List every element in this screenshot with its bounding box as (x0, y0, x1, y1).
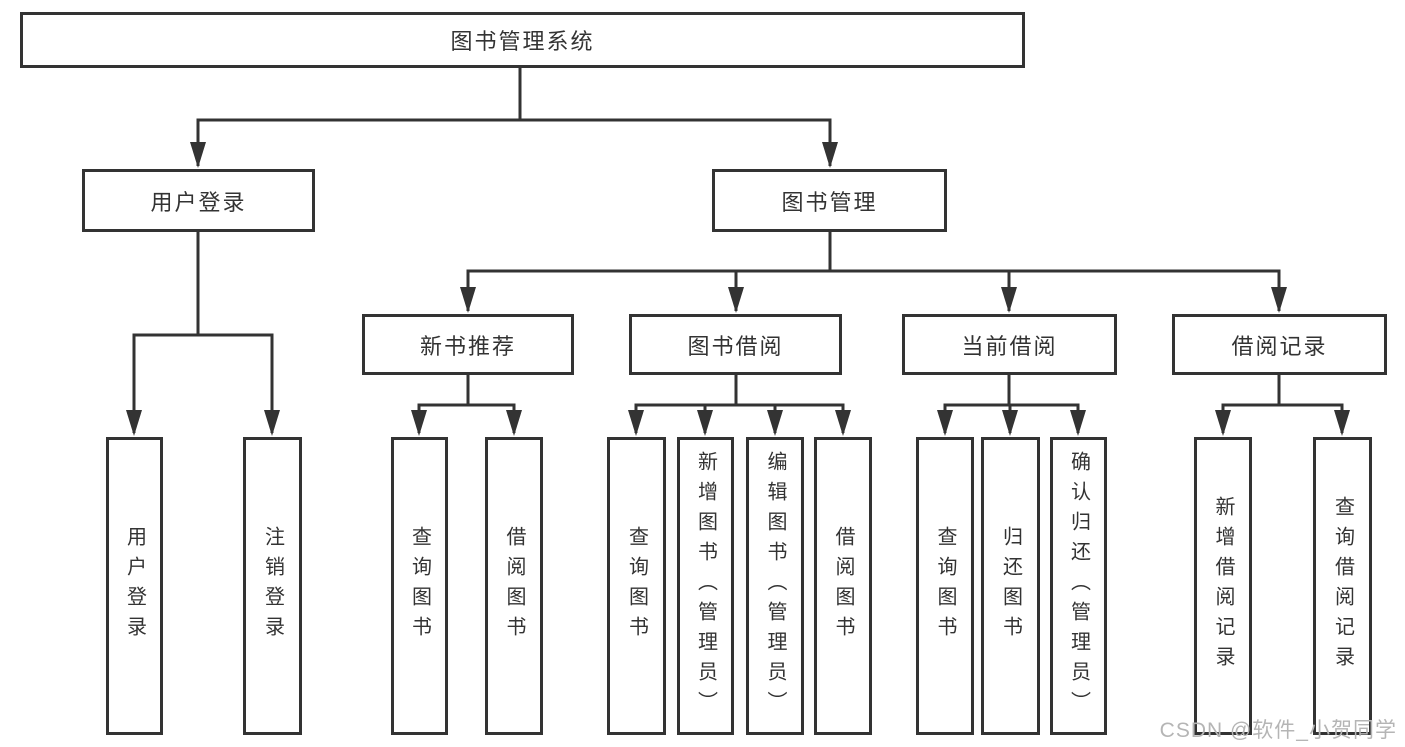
node-new-book-recommendation: 新书推荐 (362, 314, 574, 375)
leaf-edit-book-admin: 编辑图书（管理员） (746, 437, 804, 735)
node-root-label: 图书管理系统 (450, 29, 595, 54)
leaf-logout-label: 注销登录 (261, 526, 284, 646)
leaf-add-book-admin-label: 新增图书（管理员） (694, 451, 717, 721)
leaf-logout: 注销登录 (243, 437, 302, 735)
node-current-borrowing-label: 当前借阅 (961, 333, 1058, 359)
leaf-query-books-recommend-label: 查询图书 (408, 526, 431, 646)
leaf-query-books-borrowing-label: 查询图书 (625, 526, 648, 646)
node-new-book-recommendation-label: 新书推荐 (419, 333, 516, 359)
leaf-user-login-label: 用户登录 (123, 526, 146, 646)
leaf-edit-book-admin-label: 编辑图书（管理员） (764, 451, 786, 721)
leaf-add-borrow-record: 新增借阅记录 (1194, 437, 1252, 735)
node-current-borrowing: 当前借阅 (902, 314, 1117, 375)
node-borrowing-records: 借阅记录 (1172, 314, 1387, 375)
leaf-return-book-label: 归还图书 (999, 526, 1022, 646)
node-root: 图书管理系统 (20, 12, 1025, 68)
leaf-add-borrow-record-label: 新增借阅记录 (1212, 496, 1234, 676)
leaf-borrow-books-borrowing: 借阅图书 (814, 437, 872, 735)
leaf-return-book: 归还图书 (981, 437, 1040, 735)
leaf-confirm-return-admin-label: 确认归还（管理员） (1067, 451, 1090, 721)
leaf-borrow-books-recommend-label: 借阅图书 (503, 526, 525, 646)
leaf-query-books-current-label: 查询图书 (934, 526, 956, 646)
node-user-login: 用户登录 (82, 169, 315, 232)
leaf-add-book-admin: 新增图书（管理员） (677, 437, 734, 735)
node-book-borrowing: 图书借阅 (629, 314, 842, 375)
leaf-query-books-borrowing: 查询图书 (607, 437, 666, 735)
leaf-query-borrow-record-label: 查询借阅记录 (1331, 496, 1354, 676)
leaf-query-books-current: 查询图书 (916, 437, 974, 735)
leaf-borrow-books-borrowing-label: 借阅图书 (832, 526, 854, 646)
node-book-management: 图书管理 (712, 169, 947, 232)
leaf-query-books-recommend: 查询图书 (391, 437, 448, 735)
node-user-login-label: 用户登录 (150, 189, 247, 215)
leaf-query-borrow-record: 查询借阅记录 (1313, 437, 1372, 735)
node-book-borrowing-label: 图书借阅 (687, 333, 784, 359)
leaf-confirm-return-admin: 确认归还（管理员） (1050, 437, 1107, 735)
csdn-watermark: CSDN @软件_小贺同学 (1159, 719, 1397, 742)
leaf-user-login: 用户登录 (106, 437, 163, 735)
leaf-borrow-books-recommend: 借阅图书 (485, 437, 543, 735)
node-book-management-label: 图书管理 (781, 189, 878, 215)
node-borrowing-records-label: 借阅记录 (1231, 333, 1328, 359)
